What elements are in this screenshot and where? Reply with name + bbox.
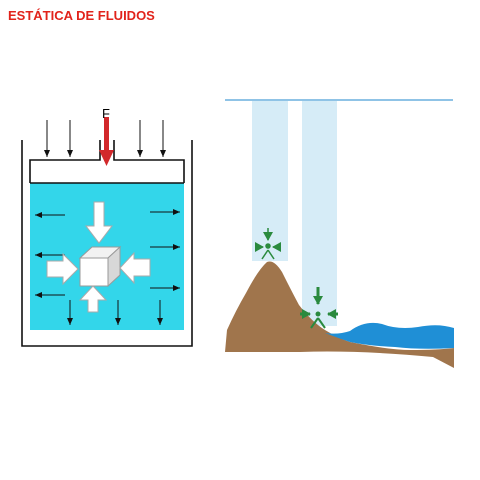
ground (225, 261, 454, 368)
terrain-pressure-diagram (225, 99, 454, 368)
fluid-element-cube (78, 245, 122, 288)
pressure-marker-peak (255, 228, 281, 260)
lake (325, 322, 454, 349)
cube-pressure-arrows (46, 201, 151, 313)
external-force-arrows (44, 120, 166, 157)
wall-pressure-arrows (35, 209, 180, 325)
force-label: F (102, 106, 110, 121)
page-title: ESTÁTICA DE FLUIDOS (8, 8, 155, 23)
piston-container-diagram: F (21, 106, 193, 347)
container-walls (21, 140, 193, 347)
force-arrow (99, 117, 114, 166)
pressure-marker-slope (300, 287, 338, 329)
water-column-peak (252, 101, 288, 261)
